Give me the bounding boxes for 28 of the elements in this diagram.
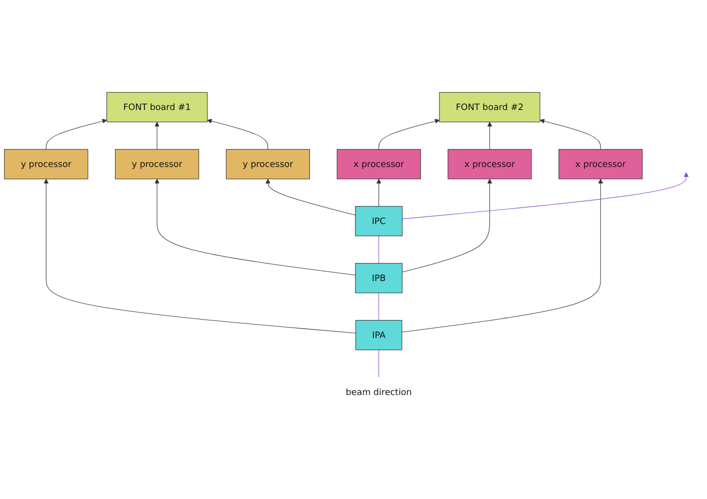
node-box: FONT board #2 <box>439 92 540 122</box>
arrow <box>154 122 160 150</box>
node-box: x processor <box>558 148 643 180</box>
node-box: FONT board #1 <box>106 92 208 122</box>
node-box: y processor <box>115 148 200 180</box>
arrow <box>487 122 492 150</box>
arrow <box>540 118 601 150</box>
node-box: x processor <box>448 148 532 180</box>
connector <box>378 292 380 320</box>
arrow <box>207 118 268 150</box>
arrow <box>376 178 382 206</box>
arrow <box>44 178 356 334</box>
arrow <box>266 178 356 216</box>
node-box: y processor <box>4 148 88 180</box>
connector <box>378 236 380 264</box>
arrow <box>154 178 356 276</box>
arrow <box>402 178 603 332</box>
node-text: beam direction <box>346 386 412 397</box>
node-box: IPC <box>355 206 403 236</box>
node-box: IPA <box>355 320 402 350</box>
arrow <box>46 118 107 150</box>
arrow <box>402 178 492 272</box>
arrow <box>402 172 689 220</box>
node-box: IPB <box>355 262 402 294</box>
node-box: x processor <box>336 148 421 180</box>
arrow <box>378 118 440 150</box>
connector <box>378 349 380 378</box>
node-box: y processor <box>226 148 310 180</box>
